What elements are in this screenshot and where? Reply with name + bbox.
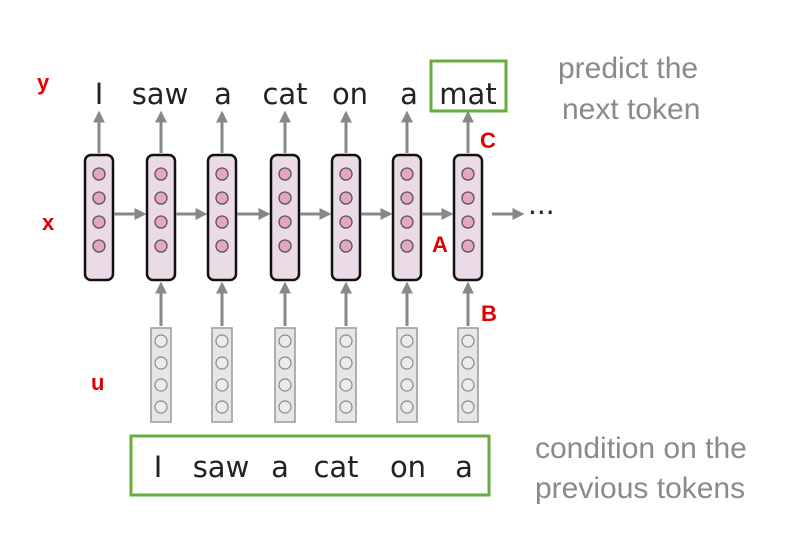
hidden-unit: [339, 191, 353, 205]
hidden-unit: [215, 191, 229, 205]
input-token: cat: [313, 450, 358, 484]
hidden-unit: [461, 215, 475, 229]
input-token: a: [455, 450, 473, 484]
hidden-unit: [461, 191, 475, 205]
hidden-unit: [400, 167, 414, 181]
rnn-columns: [83, 110, 484, 423]
output-token: a: [400, 77, 418, 111]
ellipsis: ···: [528, 196, 555, 229]
embedding-unit: [339, 378, 353, 392]
hidden-unit: [92, 167, 106, 181]
embedding-unit: [400, 334, 414, 348]
hidden-unit: [339, 215, 353, 229]
embedding-unit: [154, 400, 168, 414]
embedding-unit: [154, 334, 168, 348]
input-tokens: I saw a cat on a: [154, 450, 473, 484]
output-token: on: [332, 77, 368, 111]
embedding-unit: [461, 400, 475, 414]
embedding-unit: [461, 356, 475, 370]
hidden-unit: [154, 191, 168, 205]
output-token: saw: [132, 77, 189, 111]
embedding-unit: [215, 356, 229, 370]
predict-caption-line1: predict the: [558, 52, 698, 85]
hidden-unit: [278, 191, 292, 205]
input-token: a: [271, 450, 289, 484]
label-y: y: [37, 70, 50, 95]
hidden-unit: [215, 167, 229, 181]
output-token: a: [214, 77, 232, 111]
hidden-unit: [400, 239, 414, 253]
embedding-unit: [339, 356, 353, 370]
hidden-unit: [92, 215, 106, 229]
output-token: cat: [262, 77, 307, 111]
hidden-unit: [400, 215, 414, 229]
embedding-unit: [154, 356, 168, 370]
hidden-unit: [154, 215, 168, 229]
embedding-box: [274, 327, 296, 423]
embedding-unit: [400, 400, 414, 414]
hidden-unit: [278, 239, 292, 253]
embedding-box: [335, 327, 357, 423]
hidden-unit: [461, 239, 475, 253]
hidden-unit: [92, 191, 106, 205]
input-token: I: [154, 450, 163, 484]
embedding-unit: [400, 356, 414, 370]
embedding-unit: [339, 334, 353, 348]
label-C: C: [480, 128, 496, 153]
hidden-unit: [461, 167, 475, 181]
embedding-unit: [278, 356, 292, 370]
input-token: on: [390, 450, 426, 484]
hidden-unit: [278, 215, 292, 229]
hidden-unit: [215, 215, 229, 229]
hidden-unit: [154, 239, 168, 253]
embedding-box: [211, 327, 233, 423]
embedding-unit: [461, 378, 475, 392]
embedding-unit: [400, 378, 414, 392]
embedding-unit: [278, 400, 292, 414]
predict-caption-line2: next token: [562, 93, 700, 126]
hidden-unit: [92, 239, 106, 253]
condition-caption-line1: condition on the: [535, 432, 747, 465]
embedding-unit: [461, 334, 475, 348]
condition-input-box: [129, 434, 491, 497]
embedding-unit: [215, 334, 229, 348]
embedding-unit: [215, 400, 229, 414]
embedding-unit: [215, 378, 229, 392]
hidden-unit: [339, 239, 353, 253]
embedding-unit: [278, 334, 292, 348]
output-tokens: I saw a cat on a mat: [95, 77, 497, 111]
hidden-unit: [154, 167, 168, 181]
output-token: I: [95, 77, 104, 111]
embedding-unit: [339, 400, 353, 414]
hidden-unit: [339, 167, 353, 181]
embedding-unit: [154, 378, 168, 392]
hidden-unit: [215, 239, 229, 253]
embedding-box: [457, 327, 479, 423]
hidden-unit: [400, 191, 414, 205]
label-A: A: [432, 232, 448, 257]
label-B: B: [481, 301, 497, 326]
label-x: x: [42, 210, 55, 235]
condition-caption-line2: previous tokens: [535, 472, 745, 505]
hidden-unit: [278, 167, 292, 181]
embedding-box: [396, 327, 418, 423]
predicted-token: mat: [439, 77, 496, 111]
embedding-box: [150, 327, 172, 423]
input-token: saw: [193, 450, 250, 484]
label-u: u: [91, 370, 104, 395]
embedding-unit: [278, 378, 292, 392]
